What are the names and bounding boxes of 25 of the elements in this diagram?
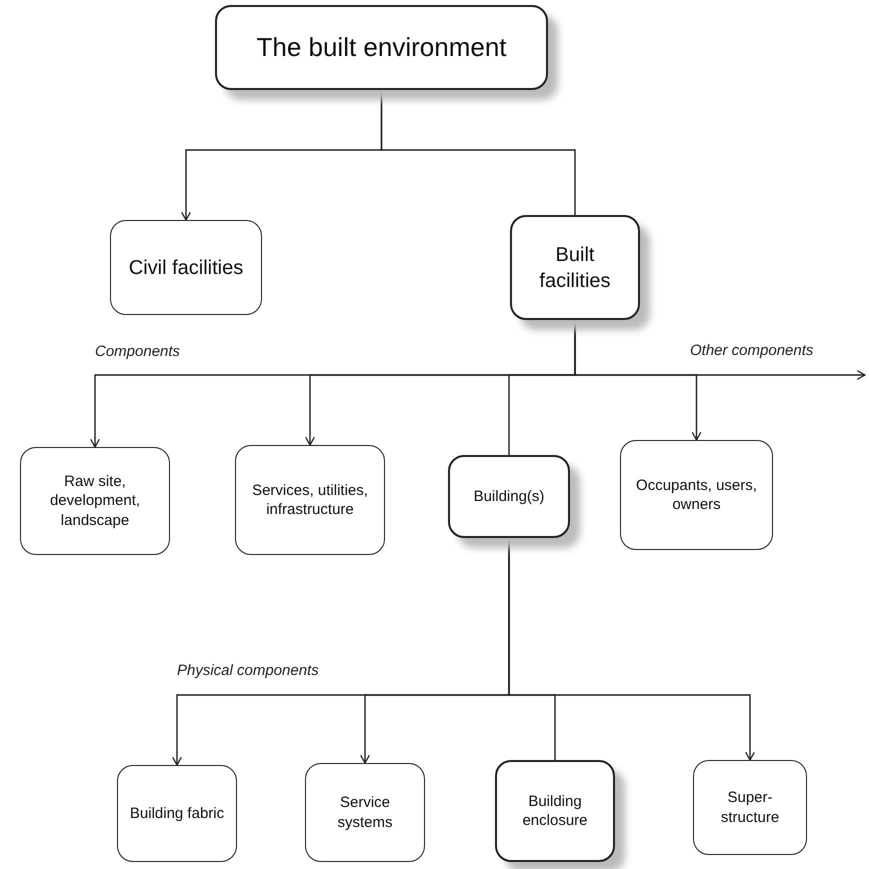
rounded-box xyxy=(235,445,385,555)
rounded-box xyxy=(117,765,237,862)
node-text: Building(s) xyxy=(472,486,546,506)
node-text: Service systems xyxy=(336,793,394,832)
node-text: Services, utilities, infrastructure xyxy=(251,480,369,520)
node-text: The built environment xyxy=(255,30,508,64)
node-text: Occupants, users, owners xyxy=(635,476,758,514)
branch-label: Components xyxy=(95,343,180,360)
rounded-box xyxy=(215,5,548,90)
node-text: Building fabric xyxy=(128,804,226,824)
rounded-box xyxy=(20,447,170,555)
rounded-box xyxy=(448,455,570,538)
node-text: Raw site, development, landscape xyxy=(48,472,142,530)
node-text: Super-structure xyxy=(720,788,780,827)
node-text: Built facilities xyxy=(538,242,612,294)
edge-label: Other components xyxy=(690,342,814,359)
node-text: Civil facilities xyxy=(128,256,244,280)
node-text: Building enclosure xyxy=(521,792,589,830)
rounded-box xyxy=(510,215,640,320)
rounded-box xyxy=(620,440,773,550)
rounded-box xyxy=(495,760,615,862)
rounded-box xyxy=(693,760,807,855)
rounded-box xyxy=(110,220,262,315)
rounded-box xyxy=(305,763,425,862)
branch-label: Physical components xyxy=(177,662,319,679)
